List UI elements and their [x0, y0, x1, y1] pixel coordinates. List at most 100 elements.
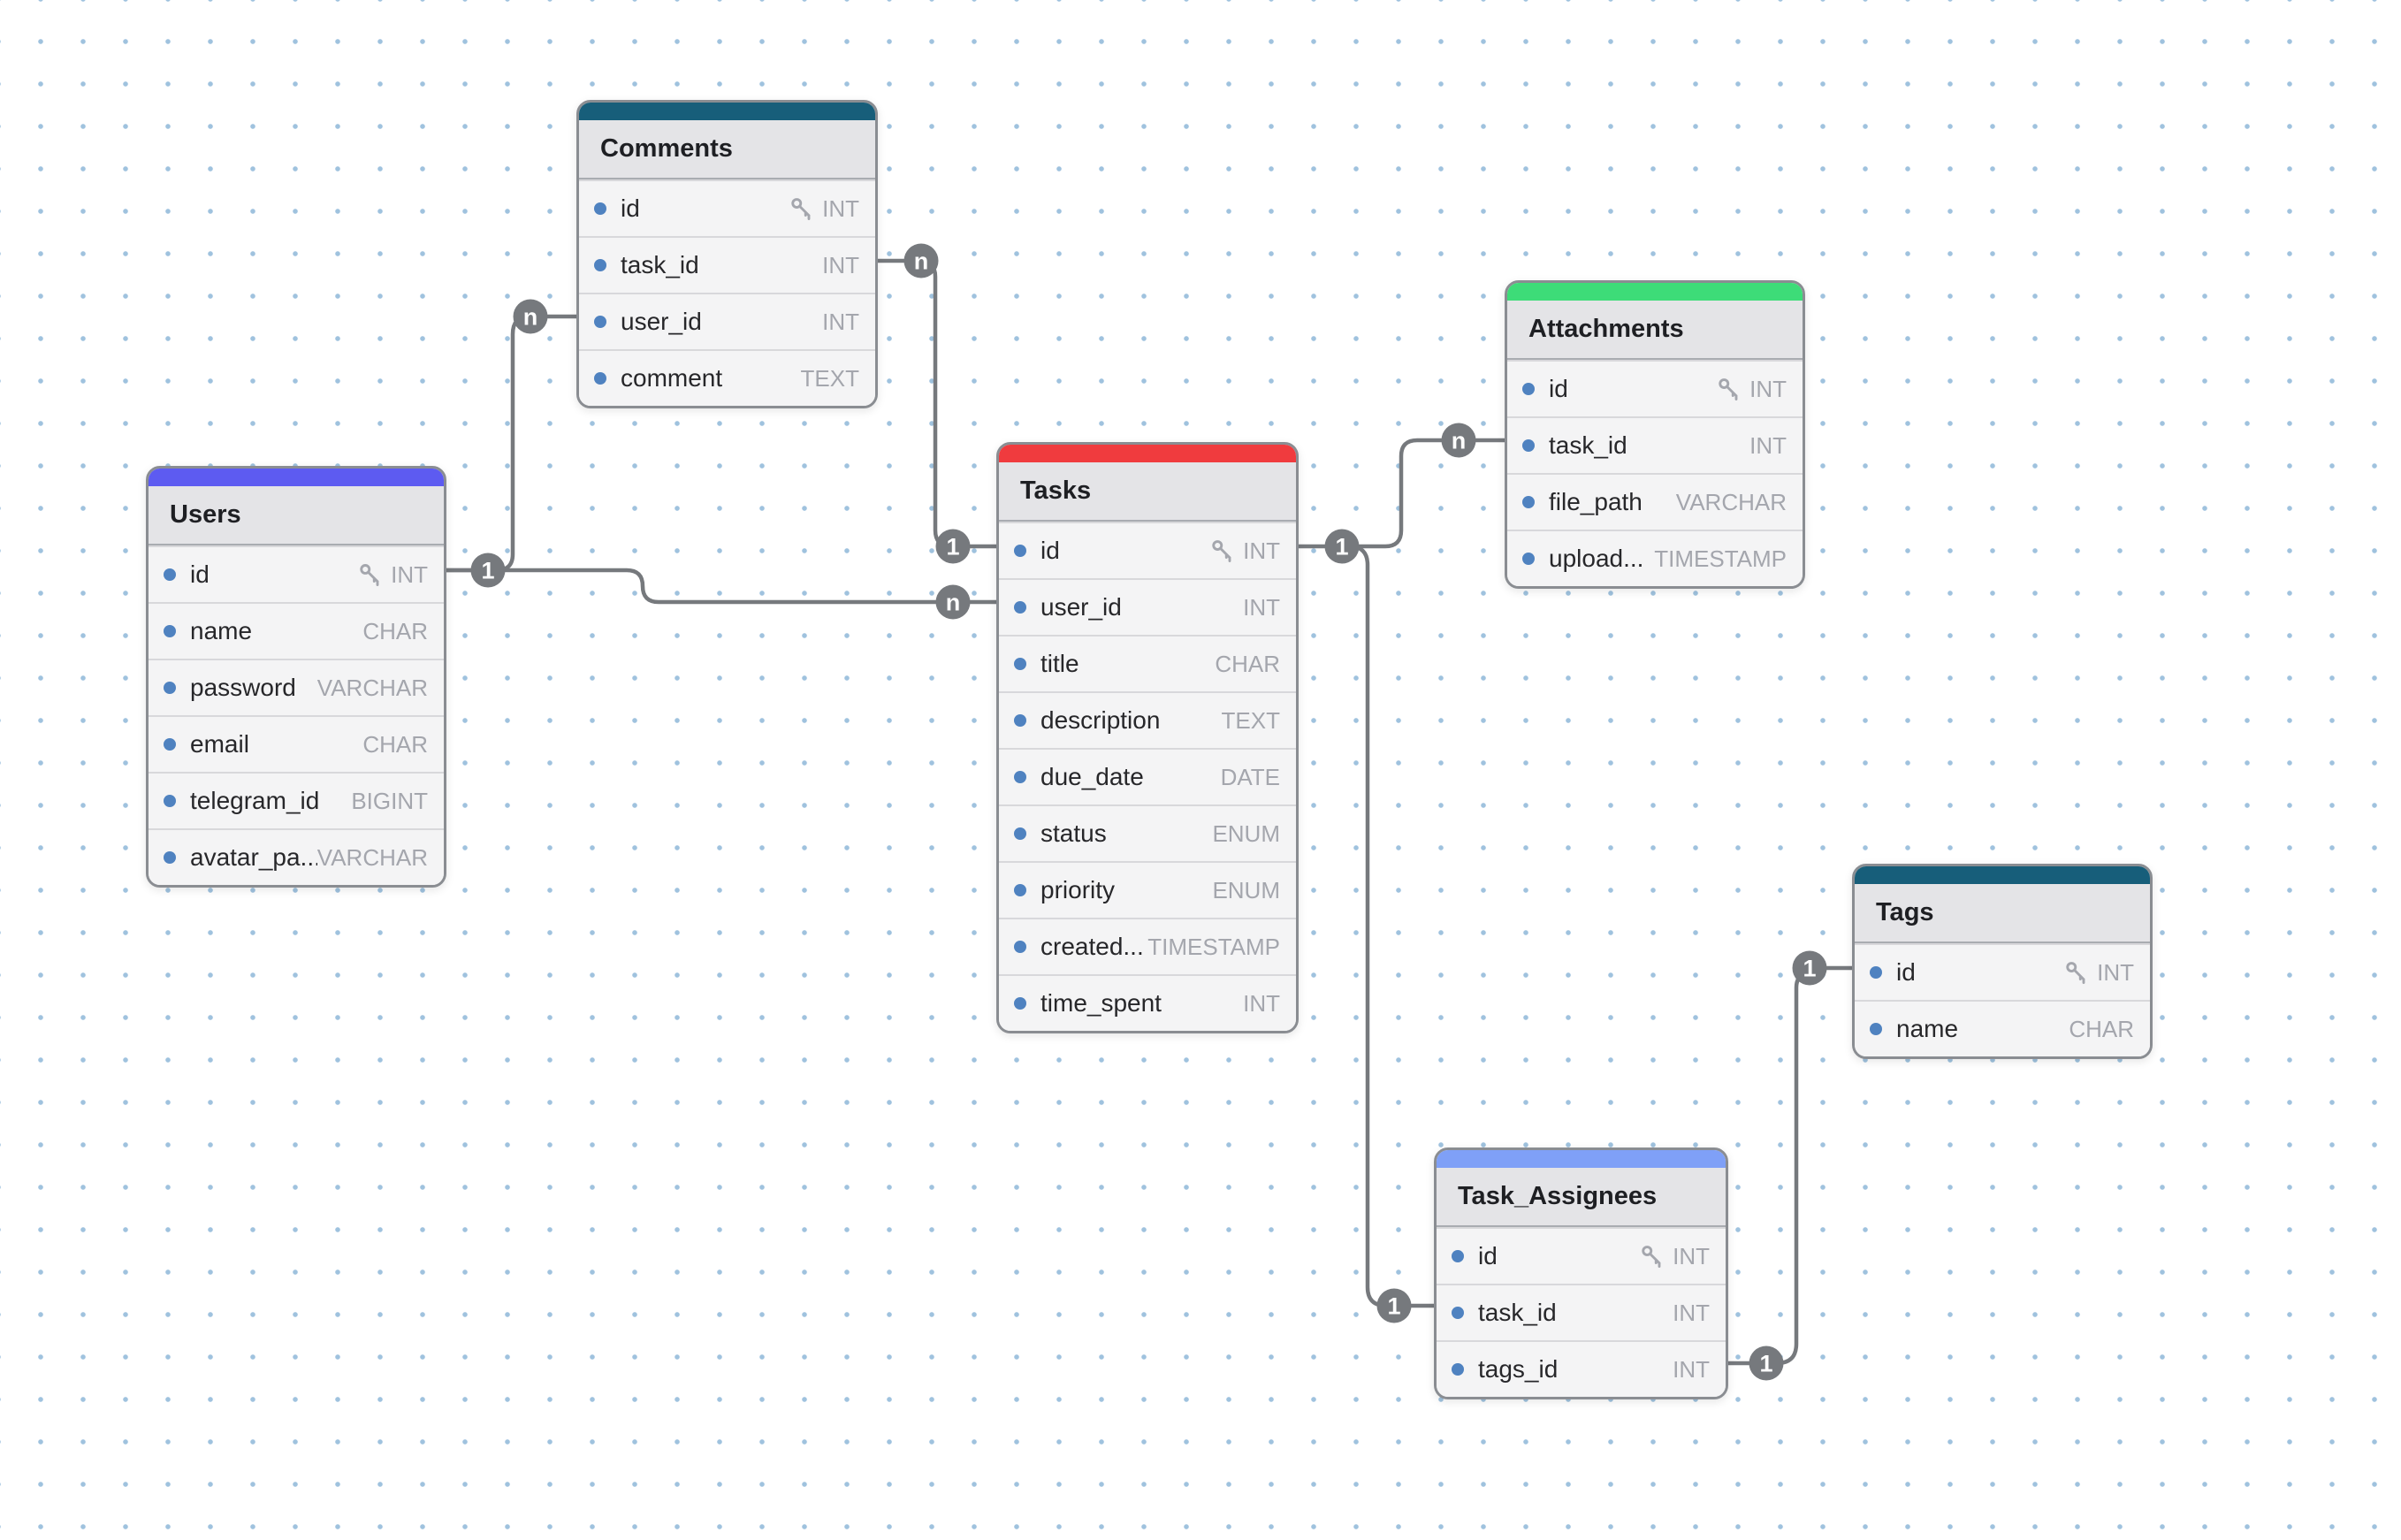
field-dot-icon	[164, 568, 176, 581]
field-dot-icon	[1522, 439, 1535, 452]
field-type: TEXT	[1222, 707, 1280, 735]
cardinality-badge: 1	[1324, 529, 1360, 564]
field-type-text: BIGINT	[351, 787, 428, 814]
cardinality-circle	[935, 529, 971, 564]
primary-key-icon	[791, 198, 811, 220]
field-type-text: INT	[391, 560, 428, 588]
table-title: Comments	[579, 120, 875, 179]
cardinality-badge: 1	[1792, 950, 1827, 986]
cardinality-badge: 1	[1376, 1288, 1412, 1323]
field-type-text: TIMESTAMP	[1147, 933, 1280, 960]
relationship-line-tasks-attachments[interactable]	[1296, 438, 1507, 549]
cardinality-label: 1	[1759, 1351, 1772, 1377]
relationship-line-users-tasks[interactable]	[444, 568, 999, 605]
field-type-text: VARCHAR	[1675, 488, 1787, 515]
primary-key-icon	[1719, 378, 1738, 400]
cardinality-circle	[470, 553, 506, 588]
field-dot-icon	[1014, 545, 1026, 557]
field-row-users-password[interactable]: password VARCHAR	[149, 659, 444, 715]
field-name: id	[190, 560, 210, 588]
field-dot-icon	[164, 851, 176, 864]
table-title: Users	[149, 486, 444, 545]
field-dot-icon	[1014, 884, 1026, 896]
field-name: created...	[1040, 933, 1144, 960]
relationship-line-tags-task_assignees[interactable]	[1726, 965, 1855, 1366]
field-row-users-avatar_pa[interactable]: avatar_pa...VARCHAR	[149, 828, 444, 885]
field-type: INT	[822, 252, 859, 279]
field-type-text: INT	[1749, 431, 1787, 459]
field-name: password	[190, 674, 296, 701]
field-type: TIMESTAMP	[1654, 545, 1787, 573]
field-dot-icon	[1870, 966, 1882, 979]
field-dot-icon	[164, 682, 176, 694]
field-row-tasks-created[interactable]: created...TIMESTAMP	[999, 918, 1296, 974]
cardinality-label: 1	[1803, 956, 1816, 982]
field-type: INT	[1208, 537, 1280, 565]
table-color-strip	[1855, 866, 2150, 884]
cardinality-label: 1	[946, 534, 959, 560]
field-type-text: INT	[1243, 593, 1280, 621]
cardinality-label: n	[523, 304, 538, 331]
field-name: tags_id	[1478, 1355, 1559, 1383]
cardinality-circle	[1441, 423, 1476, 458]
field-type-text: INT	[1673, 1355, 1710, 1383]
field-dot-icon	[1522, 496, 1535, 508]
table-color-strip	[1507, 283, 1803, 301]
field-type: INT	[1673, 1300, 1710, 1327]
field-name: name	[1896, 1015, 1959, 1042]
primary-key-icon	[360, 564, 379, 586]
field-type: INT	[356, 561, 428, 589]
field-row-attachments-upload[interactable]: upload...TIMESTAMP	[1507, 530, 1803, 586]
field-type-text: ENUM	[1212, 876, 1280, 903]
field-dot-icon	[1452, 1363, 1464, 1376]
field-dot-icon	[164, 738, 176, 751]
cardinality-label: n	[1452, 428, 1467, 454]
field-dot-icon	[1014, 771, 1026, 783]
relationship-line-users-comments[interactable]	[444, 314, 579, 573]
field-type: CHAR	[1215, 651, 1280, 678]
cardinality-badge: n	[935, 584, 971, 620]
table-title: Tags	[1855, 884, 2150, 943]
field-dot-icon	[1014, 714, 1026, 727]
field-dot-icon	[594, 316, 606, 328]
field-dot-icon	[1014, 827, 1026, 840]
field-row-task_assignees-tags_id[interactable]: tags_id INT	[1437, 1340, 1726, 1397]
field-type-text: CHAR	[1215, 650, 1280, 677]
field-row-users-id[interactable]: id INT	[149, 545, 444, 602]
relationship-line-comments-tasks[interactable]	[875, 258, 999, 549]
field-type: VARCHAR	[317, 675, 428, 702]
cardinality-label: 1	[481, 558, 494, 584]
cardinality-circle	[1324, 529, 1360, 564]
relationship-line-tasks-task_assignees[interactable]	[1346, 544, 1437, 1308]
